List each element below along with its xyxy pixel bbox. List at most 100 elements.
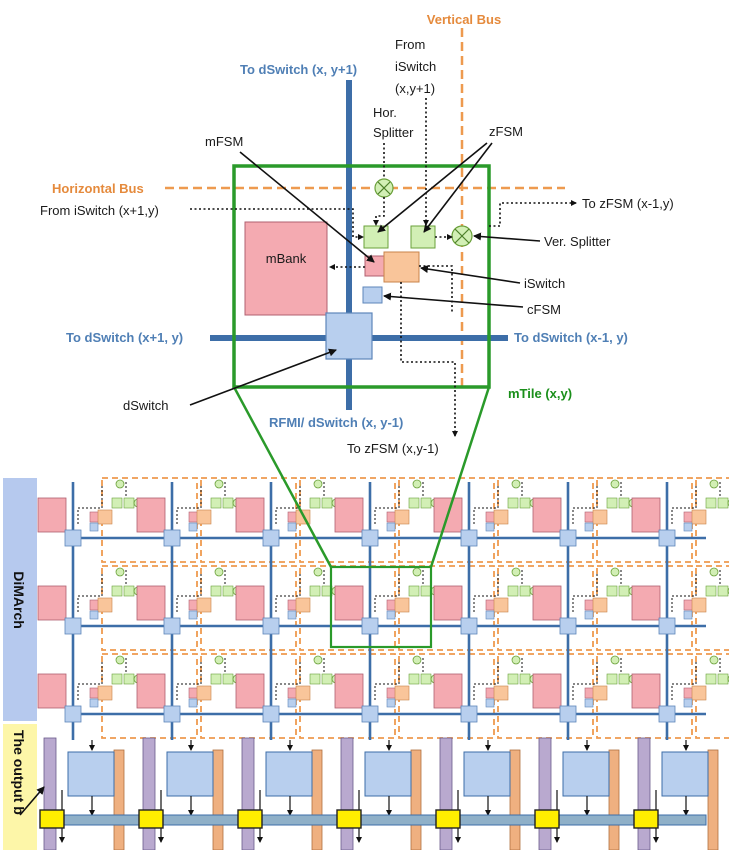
grid-control-path [473, 574, 499, 612]
from-iswitch-y1-label-1: From [395, 37, 425, 52]
grid-zfsm [222, 585, 234, 597]
from-iswitch-y1-label-2: iSwitch [395, 59, 436, 74]
grid-dswitch [559, 529, 577, 547]
grid-control-path [572, 486, 598, 524]
ver-splitter-icon [451, 225, 473, 247]
grid-dswitch [658, 529, 676, 547]
grid-control-path [671, 574, 697, 612]
hor-splitter-path [373, 197, 385, 226]
grid-splitter [115, 479, 125, 489]
grid-dswitch [64, 529, 82, 547]
zoom-line-right [429, 386, 491, 568]
grid-mfsm [287, 687, 298, 699]
grid-zfsm [705, 585, 717, 597]
output-bus-label: The output b [11, 730, 27, 815]
mfsm-block [364, 255, 385, 277]
output-salmon-column [707, 749, 719, 850]
grid-dswitch [64, 617, 82, 635]
grid-splitter [214, 655, 224, 665]
output-bus-register [633, 809, 659, 829]
to-zfsm-y-label: To zFSM (x,y-1) [347, 441, 439, 456]
grid-splitter [610, 479, 620, 489]
grid-iswitch [493, 685, 509, 701]
grid-mbank [433, 585, 463, 621]
grid-splitter [214, 479, 224, 489]
grid-cfsm [188, 610, 198, 620]
from-iswitch-x1-path [190, 208, 364, 240]
grid-mfsm [89, 687, 100, 699]
output-dswitch [562, 751, 610, 797]
grid-splitter [214, 567, 224, 577]
output-purple-column [241, 737, 255, 850]
grid-mfsm [584, 687, 595, 699]
grid-mfsm [188, 687, 199, 699]
grid-splitter [511, 567, 521, 577]
output-bus-panel [3, 724, 37, 850]
grid-cfsm [485, 610, 495, 620]
iswitch-block [383, 251, 420, 283]
grid-mfsm [89, 599, 100, 611]
grid-dswitch [361, 529, 379, 547]
grid-dswitch [163, 529, 181, 547]
to-zfsm-y-path [400, 282, 458, 437]
grid-zfsm [618, 585, 630, 597]
zfsm-label: zFSM [489, 124, 523, 139]
grid-dswitch [64, 705, 82, 723]
output-purple-column [142, 737, 156, 850]
grid-zfsm [507, 585, 519, 597]
grid-zfsm [717, 585, 729, 597]
grid-splitter [610, 567, 620, 577]
grid-control-path [176, 662, 202, 700]
dimarch-panel [3, 478, 37, 721]
grid-control-path [176, 574, 202, 612]
grid-iswitch [196, 509, 212, 525]
grid-mfsm [683, 599, 694, 611]
grid-cfsm [485, 522, 495, 532]
to-zfsm-x-path [489, 200, 577, 227]
grid-zfsm [420, 585, 432, 597]
grid-zfsm [519, 497, 531, 509]
cfsm-label: cFSM [527, 302, 561, 317]
grid-mfsm [584, 511, 595, 523]
grid-mfsm [287, 599, 298, 611]
grid-mfsm [386, 511, 397, 523]
grid-mfsm [485, 687, 496, 699]
grid-cfsm [584, 522, 594, 532]
grid-zfsm [420, 497, 432, 509]
grid-control-path [572, 662, 598, 700]
grid-control-path [374, 574, 400, 612]
grid-zfsm [705, 673, 717, 685]
grid-iswitch [592, 597, 608, 613]
dswitch-block [325, 312, 373, 360]
grid-splitter [412, 567, 422, 577]
zfsm-pointer-right [423, 142, 493, 233]
grid-mbank [136, 497, 166, 533]
output-purple-column [637, 737, 651, 850]
grid-zfsm [408, 497, 420, 509]
grid-zfsm [606, 673, 618, 685]
grid-iswitch [394, 509, 410, 525]
grid-zfsm [717, 673, 729, 685]
output-purple-column [538, 737, 552, 850]
grid-splitter [709, 655, 719, 665]
grid-cfsm [287, 698, 297, 708]
mbank-label: mBank [266, 251, 307, 266]
output-bus-register [39, 809, 65, 829]
grid-control-path [671, 662, 697, 700]
grid-dswitch [163, 705, 181, 723]
grid-control-path [275, 662, 301, 700]
grid-zfsm [210, 585, 222, 597]
grid-mfsm [485, 599, 496, 611]
grid-zfsm [111, 673, 123, 685]
grid-mfsm [386, 599, 397, 611]
grid-dswitch [262, 617, 280, 635]
grid-mbank [631, 585, 661, 621]
output-bus-register [534, 809, 560, 829]
output-purple-column [340, 737, 354, 850]
grid-mbank [136, 585, 166, 621]
grid-cfsm [683, 610, 693, 620]
output-dswitch [364, 751, 412, 797]
grid-cfsm [287, 610, 297, 620]
vertical-bus-label: Vertical Bus [427, 12, 501, 27]
